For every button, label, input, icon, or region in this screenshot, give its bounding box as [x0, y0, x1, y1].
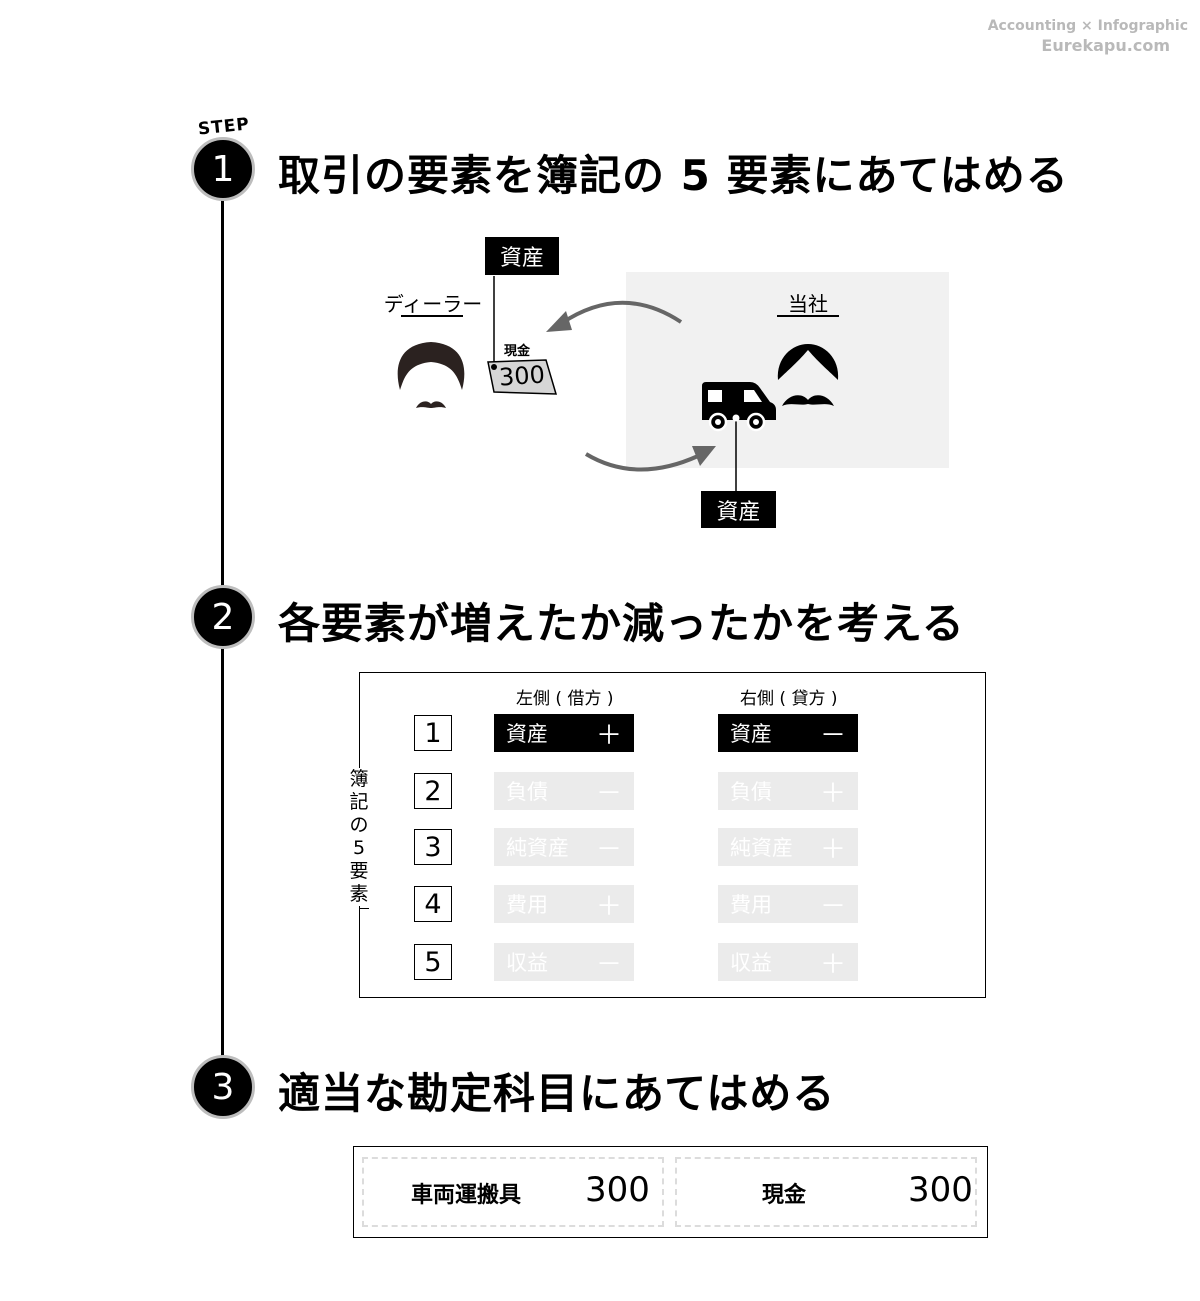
credit-cell-net-assets: 純資産 ＋: [718, 828, 858, 866]
vertical-char: の: [349, 814, 369, 836]
minus-icon: －: [595, 834, 622, 865]
vertical-char: 記: [349, 791, 369, 813]
credit-account: 現金: [762, 1183, 807, 1208]
step-3-title: 適当な勘定科目にあてはめる: [278, 1069, 836, 1118]
credit-amount: 300: [908, 1170, 973, 1210]
cell-label: 純資産: [730, 836, 793, 860]
company-avatar-icon: [777, 344, 839, 406]
plus-icon: ＋: [595, 720, 622, 751]
company-label: 当社: [788, 292, 828, 316]
step-1-title: 取引の要素を簿記の 5 要素にあてはめる: [278, 151, 1069, 200]
cell-label: 収益: [506, 951, 548, 975]
plus-icon: ＋: [819, 949, 846, 980]
car-icon: [702, 382, 776, 432]
cell-label: 純資産: [506, 836, 569, 860]
row-number-box: 1: [414, 715, 452, 751]
cash-amount: 300: [498, 360, 546, 392]
journal-debit-side: [362, 1157, 664, 1227]
company-underline: [777, 315, 839, 317]
right-side-header: 右側 ( 貸方 ): [740, 689, 838, 709]
minus-icon: －: [595, 949, 622, 980]
minus-icon: －: [819, 891, 846, 922]
debit-cell-revenue: 収益 －: [494, 943, 634, 981]
five-elements-vertical-label: 簿 記 の 5 要 素: [347, 768, 371, 906]
left-side-header: 左側 ( 借方 ): [516, 689, 614, 709]
minus-icon: －: [595, 778, 622, 809]
asset-tag-cash: 資産: [485, 237, 559, 275]
dealer-label: ディーラー: [383, 292, 483, 316]
debit-amount: 300: [585, 1170, 650, 1210]
row-number-box: 5: [414, 944, 452, 980]
step-2-title: 各要素が増えたか減ったかを考える: [278, 599, 965, 648]
credit-cell-revenue: 収益 ＋: [718, 943, 858, 981]
plus-icon: ＋: [595, 891, 622, 922]
step-3-circle: 3: [191, 1055, 255, 1119]
credit-cell-liabilities: 負債 ＋: [718, 772, 858, 810]
cell-label: 資産: [506, 722, 548, 746]
cash-bill-icon: [487, 359, 558, 395]
journal-entry: [353, 1146, 988, 1238]
arrow-head-car: [692, 446, 716, 466]
cell-label: 収益: [730, 951, 772, 975]
arrow-cash-to-dealer: [560, 300, 683, 325]
vertical-char: 5: [352, 837, 366, 859]
row-number-box: 4: [414, 886, 452, 922]
debit-cell-assets: 資産 ＋: [494, 714, 634, 752]
five-elements-table: [359, 672, 986, 998]
row-number-box: 3: [414, 829, 452, 865]
cash-caption: 現金: [504, 344, 531, 359]
cell-label: 資産: [730, 722, 772, 746]
asset-tag-car: 資産: [701, 491, 776, 528]
step-1-circle: 1: [191, 137, 255, 201]
vertical-char: 要: [349, 860, 369, 882]
arrow-car-to-company: [584, 452, 699, 472]
cell-label: 負債: [730, 780, 772, 804]
vertical-char: 素: [349, 883, 369, 905]
step-2-circle: 2: [191, 585, 255, 649]
vertical-char: 簿: [349, 768, 369, 790]
debit-account: 車両運搬具: [411, 1183, 522, 1208]
credit-cell-expenses: 費用 －: [718, 885, 858, 923]
watermark-line1: Accounting × Infographic: [987, 18, 1188, 34]
minus-icon: －: [819, 720, 846, 751]
debit-cell-liabilities: 負債 －: [494, 772, 634, 810]
debit-cell-expenses: 費用 ＋: [494, 885, 634, 923]
journal-credit-side: [675, 1157, 977, 1227]
debit-cell-net-assets: 純資産 －: [494, 828, 634, 866]
cell-label: 費用: [730, 893, 772, 917]
plus-icon: ＋: [819, 778, 846, 809]
watermark-line2: Eurekapu.com: [1041, 36, 1170, 55]
cell-label: 費用: [506, 893, 548, 917]
plus-icon: ＋: [819, 834, 846, 865]
credit-cell-assets: 資産 －: [718, 714, 858, 752]
cell-label: 負債: [506, 780, 548, 804]
row-number-box: 2: [414, 773, 452, 809]
dealer-underline: [401, 315, 463, 317]
arrow-head-cash: [546, 311, 572, 332]
dealer-avatar-icon: [397, 342, 465, 408]
vertical-label-tick-bottom: [359, 908, 369, 909]
